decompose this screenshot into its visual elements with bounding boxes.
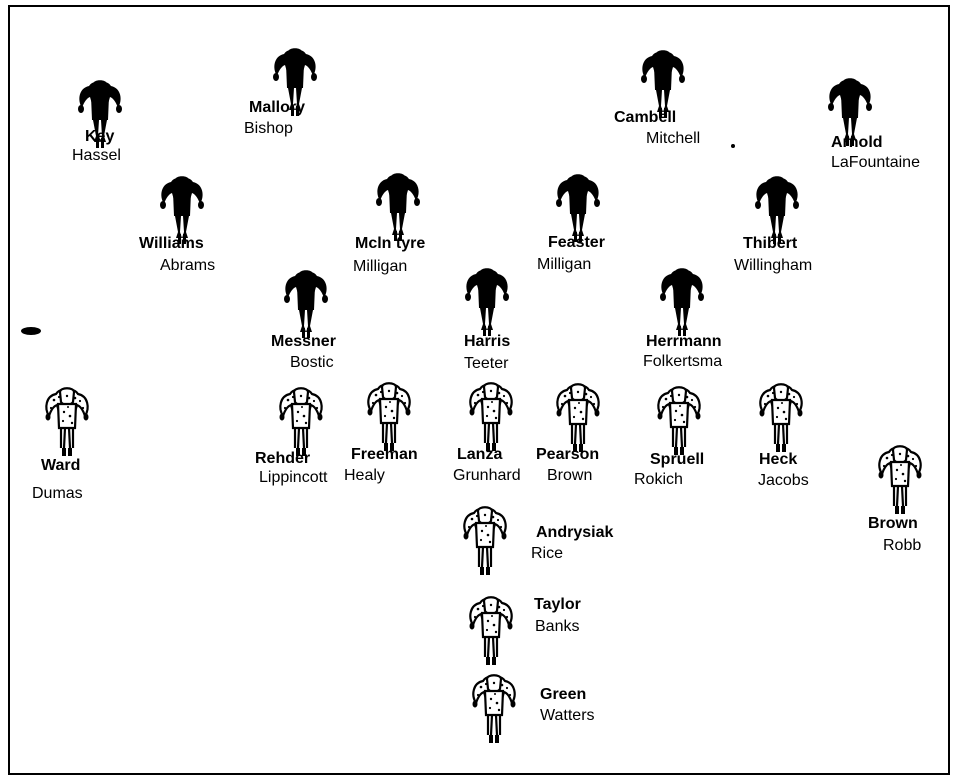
starter-name: Andrysiak (536, 524, 613, 542)
backup-name: Grunhard (453, 467, 521, 485)
backup-name: Bostic (290, 354, 334, 372)
player-figure-icon (875, 444, 925, 516)
player-figure-icon (654, 385, 704, 457)
ink-smudge (20, 325, 44, 337)
backup-name: Jacobs (758, 472, 809, 490)
backup-name: Watters (540, 707, 595, 725)
backup-name: Rokich (634, 471, 683, 489)
player-figure-icon (466, 381, 516, 453)
backup-name: LaFountaine (831, 154, 920, 172)
starter-name: Brown (868, 515, 918, 533)
player-figure-icon (373, 171, 423, 243)
backup-name: Abrams (160, 257, 215, 275)
starter-name: Green (540, 686, 586, 704)
backup-name: Folkertsma (643, 353, 722, 371)
backup-name: Banks (535, 618, 579, 636)
player-figure-icon (42, 386, 92, 458)
player-figure-icon (462, 266, 512, 338)
backup-name: Mitchell (646, 130, 700, 148)
starter-name: Herrmann (646, 333, 722, 351)
starter-name: Freeman (351, 446, 418, 464)
starter-name: Taylor (534, 596, 581, 614)
starter-name: Ward (41, 457, 80, 475)
starter-name: Lanza (457, 446, 502, 464)
player-figure-icon (281, 268, 331, 340)
starter-name: Spruell (650, 451, 704, 469)
player-figure-icon (553, 382, 603, 454)
starter-name: Williams (139, 235, 204, 253)
backup-name: Brown (547, 467, 592, 485)
backup-name: Lippincott (259, 469, 328, 487)
starter-name: Feaster (548, 234, 605, 252)
backup-name: Teeter (464, 355, 508, 373)
player-figure-icon (756, 382, 806, 454)
starter-name: Messner (271, 333, 336, 351)
backup-name: Robb (883, 537, 921, 555)
starter-name: Mcln tyre (355, 235, 425, 253)
starter-name: Key (85, 128, 114, 146)
backup-name: Healy (344, 467, 385, 485)
backup-name: Dumas (32, 485, 83, 503)
player-figure-icon (460, 505, 510, 577)
ink-dot (730, 143, 736, 149)
backup-name: Hassel (72, 147, 121, 165)
backup-name: Milligan (537, 256, 591, 274)
starter-name: Heck (759, 451, 797, 469)
backup-name: Rice (531, 545, 563, 563)
player-figure-icon (469, 673, 519, 745)
player-figure-icon (657, 266, 707, 338)
backup-name: Willingham (734, 257, 812, 275)
starter-name: Thibert (743, 235, 797, 253)
player-figure-icon (276, 386, 326, 458)
player-figure-icon (364, 381, 414, 453)
starter-name: Pearson (536, 446, 599, 464)
starter-name: Mallory (249, 99, 305, 117)
backup-name: Bishop (244, 120, 293, 138)
starter-name: Harris (464, 333, 510, 351)
backup-name: Milligan (353, 258, 407, 276)
starter-name: Arnold (831, 134, 883, 152)
starter-name: Rehder (255, 450, 310, 468)
player-figure-icon (466, 595, 516, 667)
starter-name: Cambell (614, 109, 676, 127)
